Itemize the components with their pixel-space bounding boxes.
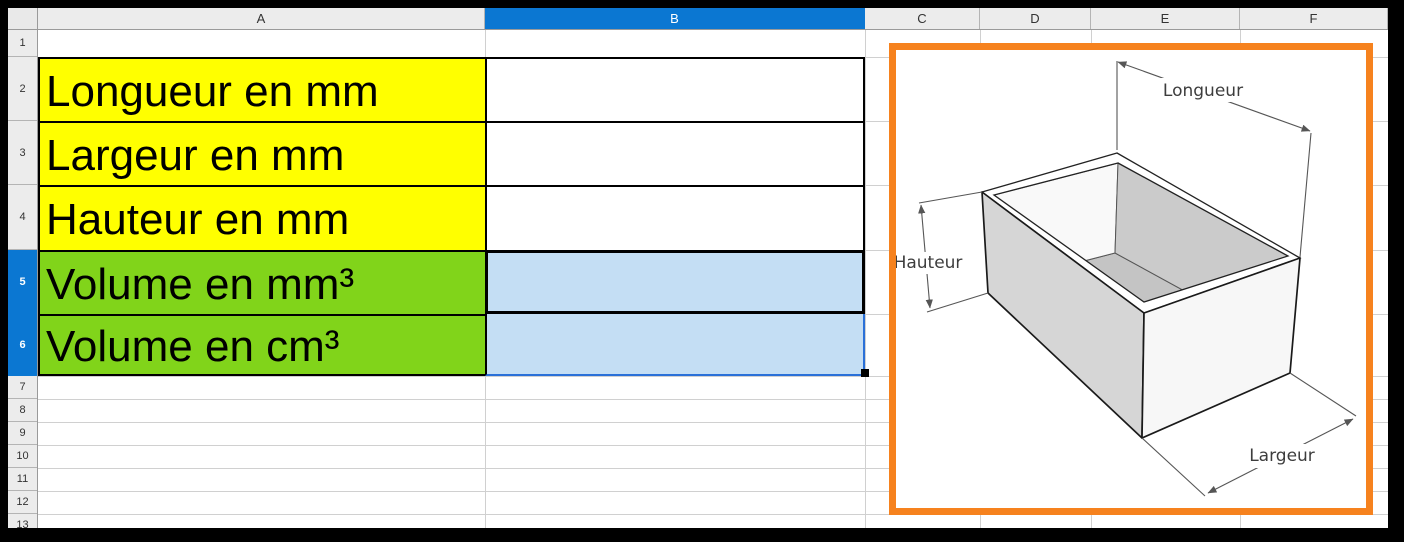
gridline-horizontal xyxy=(38,468,1388,469)
label-hauteur: Hauteur xyxy=(896,253,962,273)
column-header-c[interactable]: C xyxy=(865,8,980,29)
row-header-11[interactable]: 11 xyxy=(8,468,37,491)
row-header-13[interactable]: 13 xyxy=(8,514,37,528)
label-largeur: Largeur xyxy=(1249,446,1315,466)
cell-b3[interactable] xyxy=(485,121,865,185)
column-header-e[interactable]: E xyxy=(1091,8,1240,29)
cell-a2[interactable]: Longueur en mm xyxy=(38,57,485,121)
cell-b6[interactable] xyxy=(485,314,865,376)
embedded-image[interactable]: Longueur Hauteur Largeur xyxy=(889,43,1373,515)
row-header-3[interactable]: 3 xyxy=(8,121,37,185)
gridline-vertical xyxy=(865,30,866,528)
gridline-horizontal xyxy=(38,422,1388,423)
gridline-horizontal xyxy=(38,445,1388,446)
row-header-5[interactable]: 5 xyxy=(8,250,37,314)
row-header-4[interactable]: 4 xyxy=(8,185,37,250)
gridline-horizontal xyxy=(38,399,1388,400)
label-bg xyxy=(896,252,960,274)
select-all-corner[interactable] xyxy=(8,8,38,30)
cell-a6[interactable]: Volume en cm³ xyxy=(38,314,485,376)
cell-b5-active[interactable] xyxy=(485,250,865,314)
label-longueur: Longueur xyxy=(1163,81,1243,101)
row-headers: 1 2 3 4 5 6 7 8 9 10 11 12 13 xyxy=(8,30,38,528)
column-header-b[interactable]: B xyxy=(485,8,865,29)
gridline-horizontal xyxy=(38,376,1388,377)
row-header-8[interactable]: 8 xyxy=(8,399,37,422)
row-header-2[interactable]: 2 xyxy=(8,57,37,121)
row-header-12[interactable]: 12 xyxy=(8,491,37,514)
row-header-1[interactable]: 1 xyxy=(8,30,37,57)
gridline-horizontal xyxy=(38,514,1388,515)
cell-a3[interactable]: Largeur en mm xyxy=(38,121,485,185)
cell-a4[interactable]: Hauteur en mm xyxy=(38,185,485,250)
gridline-horizontal xyxy=(38,491,1388,492)
row-header-7[interactable]: 7 xyxy=(8,376,37,399)
selection-fill-handle[interactable] xyxy=(861,369,869,377)
box-3d-illustration: Longueur Hauteur Largeur xyxy=(894,61,1357,497)
cell-a5[interactable]: Volume en mm³ xyxy=(38,250,485,314)
row-header-6[interactable]: 6 xyxy=(8,314,37,376)
column-headers: A B C D E F xyxy=(38,8,1388,30)
label-bg xyxy=(1240,444,1324,468)
cell-b2[interactable] xyxy=(485,57,865,121)
label-bg xyxy=(1158,78,1248,102)
row-header-9[interactable]: 9 xyxy=(8,422,37,445)
column-header-d[interactable]: D xyxy=(980,8,1091,29)
column-header-f[interactable]: F xyxy=(1240,8,1388,29)
column-header-a[interactable]: A xyxy=(38,8,485,29)
row-header-10[interactable]: 10 xyxy=(8,445,37,468)
cell-b4[interactable] xyxy=(485,185,865,250)
